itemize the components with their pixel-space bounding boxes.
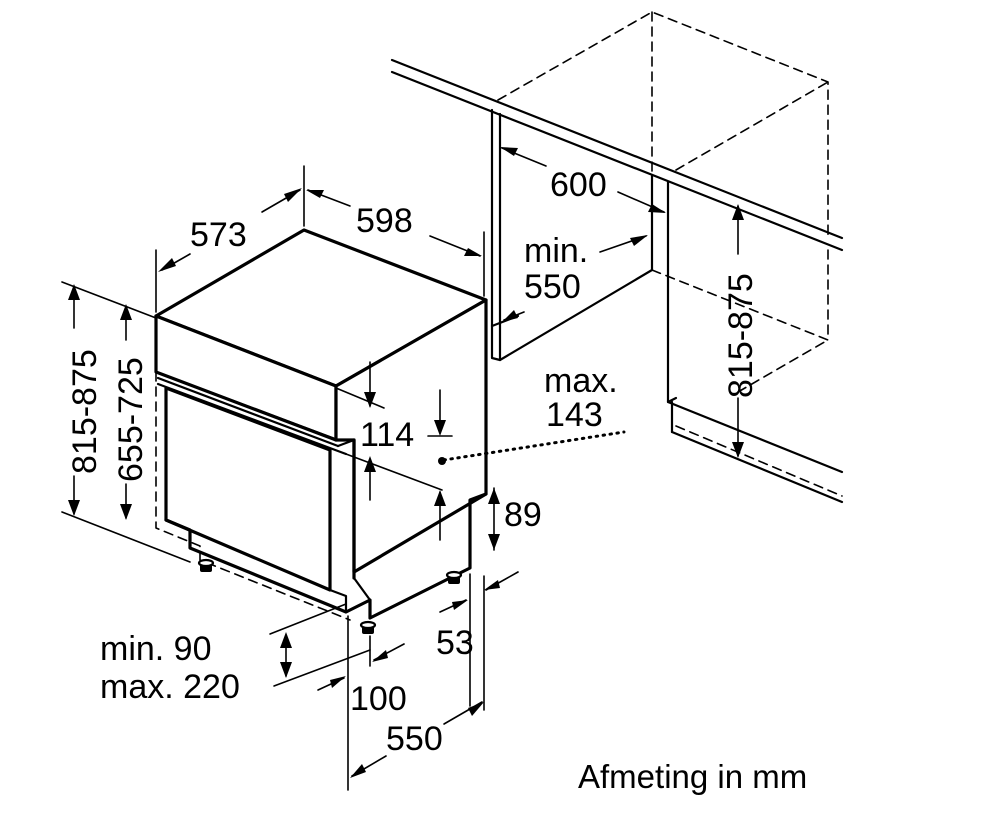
label-appliance-height: 655-725 <box>112 357 150 482</box>
label-foot-53: 53 <box>436 624 474 662</box>
label-niche-depth-min: min. <box>524 232 588 270</box>
label-plinth-89: 89 <box>504 496 542 534</box>
dimension-lines <box>61 147 744 791</box>
label-overall-height: 815-875 <box>66 349 104 474</box>
label-niche-depth-550: 550 <box>524 268 581 306</box>
label-niche-width-600: 600 <box>550 166 607 204</box>
label-depth-550: 550 <box>386 720 443 758</box>
dishwasher-body <box>154 228 488 634</box>
label-niche-height: 815-875 <box>722 273 760 398</box>
label-width-598: 598 <box>356 202 413 240</box>
label-panel-height-114: 114 <box>360 416 414 454</box>
label-foot-100: 100 <box>350 680 407 718</box>
niche-outline <box>390 11 844 504</box>
label-depth-573: 573 <box>190 216 247 254</box>
label-panel-max: max. <box>544 362 618 400</box>
label-plinth-min-90: min. 90 <box>100 630 212 668</box>
label-panel-143: 143 <box>546 396 603 434</box>
label-plinth-max-220: max. 220 <box>100 668 240 706</box>
caption-units: Afmeting in mm <box>578 758 807 795</box>
